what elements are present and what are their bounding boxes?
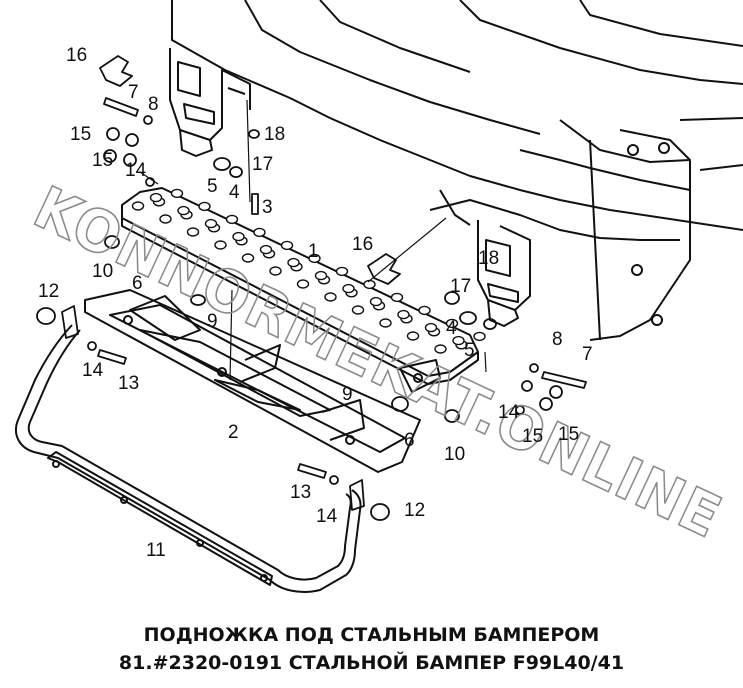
tread-hole [232,231,245,242]
callout-8-upper: 8 [148,94,159,115]
tread-hole [473,331,486,342]
tread-hole [369,296,383,307]
callout-4-lower: 4 [446,318,457,339]
callout-6-upper: 6 [132,273,143,294]
hardware [36,55,587,521]
tread-hole [225,214,239,225]
callout-16-upper: 16 [66,45,87,66]
callout-7-upper: 7 [128,82,139,103]
callout-8-lower: 8 [552,329,563,350]
callout-12-right: 12 [404,500,425,521]
callout-18-upper: 18 [264,124,285,145]
tread-hole [149,192,163,203]
tread-hole [280,240,294,251]
callout-3: 3 [262,197,273,218]
bracket-right [477,220,531,327]
tread-hole [308,253,321,264]
callout-4-upper: 4 [229,182,240,203]
callout-18-lower: 18 [478,248,499,269]
callout-12-left: 12 [38,281,59,302]
tread-hole [170,188,184,199]
tread-hole [342,283,355,294]
tread-holes [131,188,486,354]
caption-title: ПОДНОЖКА ПОД СТАЛЬНЫМ БАМПЕРОМ [143,624,600,646]
tread-hole [363,279,376,290]
tread-hole [253,227,266,238]
tread-hole [198,201,211,212]
leader-lines [139,99,487,381]
callout-13-left: 13 [118,373,139,394]
tread-hole [177,205,190,216]
callout-10-lower: 10 [444,444,465,465]
tube-bar [15,324,362,593]
tread-hole [452,335,465,346]
callout-17-lower: 17 [450,276,471,297]
callout-1: 1 [308,241,319,262]
tread-hole [186,227,200,237]
tread-hole [397,309,410,320]
callout-9-lower: 9 [342,384,353,405]
callout-11: 11 [146,540,166,561]
callout-5-upper: 5 [207,176,218,197]
tread-hole [287,257,300,268]
tread-hole [159,214,172,224]
tread-hole [335,266,349,277]
callout-15-upper-b: 15 [92,150,113,171]
tread-hole [241,253,255,263]
tread-hole [324,292,337,302]
callout-15-upper-a: 15 [70,124,91,145]
caption-part-number: 81.#2320-0191 СТАЛЬНОЙ БАМПЕР F99L40/41 [118,652,625,674]
callout-10-upper: 10 [92,261,113,282]
callout-14-right: 14 [498,402,520,423]
tread-hole [424,322,438,333]
callout-5-lower: 5 [464,340,475,361]
tread-hole [259,244,273,255]
callout-16-lower: 16 [352,234,373,255]
bracket-left [169,48,251,157]
tread-plate [121,187,479,385]
callout-13-lower: 13 [290,482,311,503]
callout-14-upper: 14 [125,160,147,181]
tread-hole [434,344,447,354]
tread-hole [379,318,392,328]
cab-frame [171,0,743,341]
callout-14-lower: 14 [316,506,338,527]
tread-hole [314,270,328,281]
tread-hole [445,318,459,329]
tread-hole [390,292,404,303]
tread-hole [204,218,218,229]
callout-7-lower: 7 [582,344,593,365]
callout-15-right-a: 15 [522,426,543,447]
tread-hole [296,279,310,289]
callout-15-right-b: 15 [558,424,579,445]
tread-hole [418,305,431,316]
tread-hole [406,331,420,341]
step-frame [84,289,421,473]
side-plate-right [399,359,441,393]
callout-9-upper: 9 [207,311,218,332]
callout-6-lower: 6 [404,430,415,451]
callouts: 16 7 8 15 18 15 17 14 5 4 3 1 16 10 6 12… [38,45,593,561]
tread-hole [131,201,145,211]
callout-2: 2 [228,422,239,443]
tread-hole [214,240,227,250]
tread-hole [351,305,365,315]
tread-hole [269,266,282,276]
callout-14-left: 14 [82,360,104,381]
callout-17-upper: 17 [252,154,273,175]
